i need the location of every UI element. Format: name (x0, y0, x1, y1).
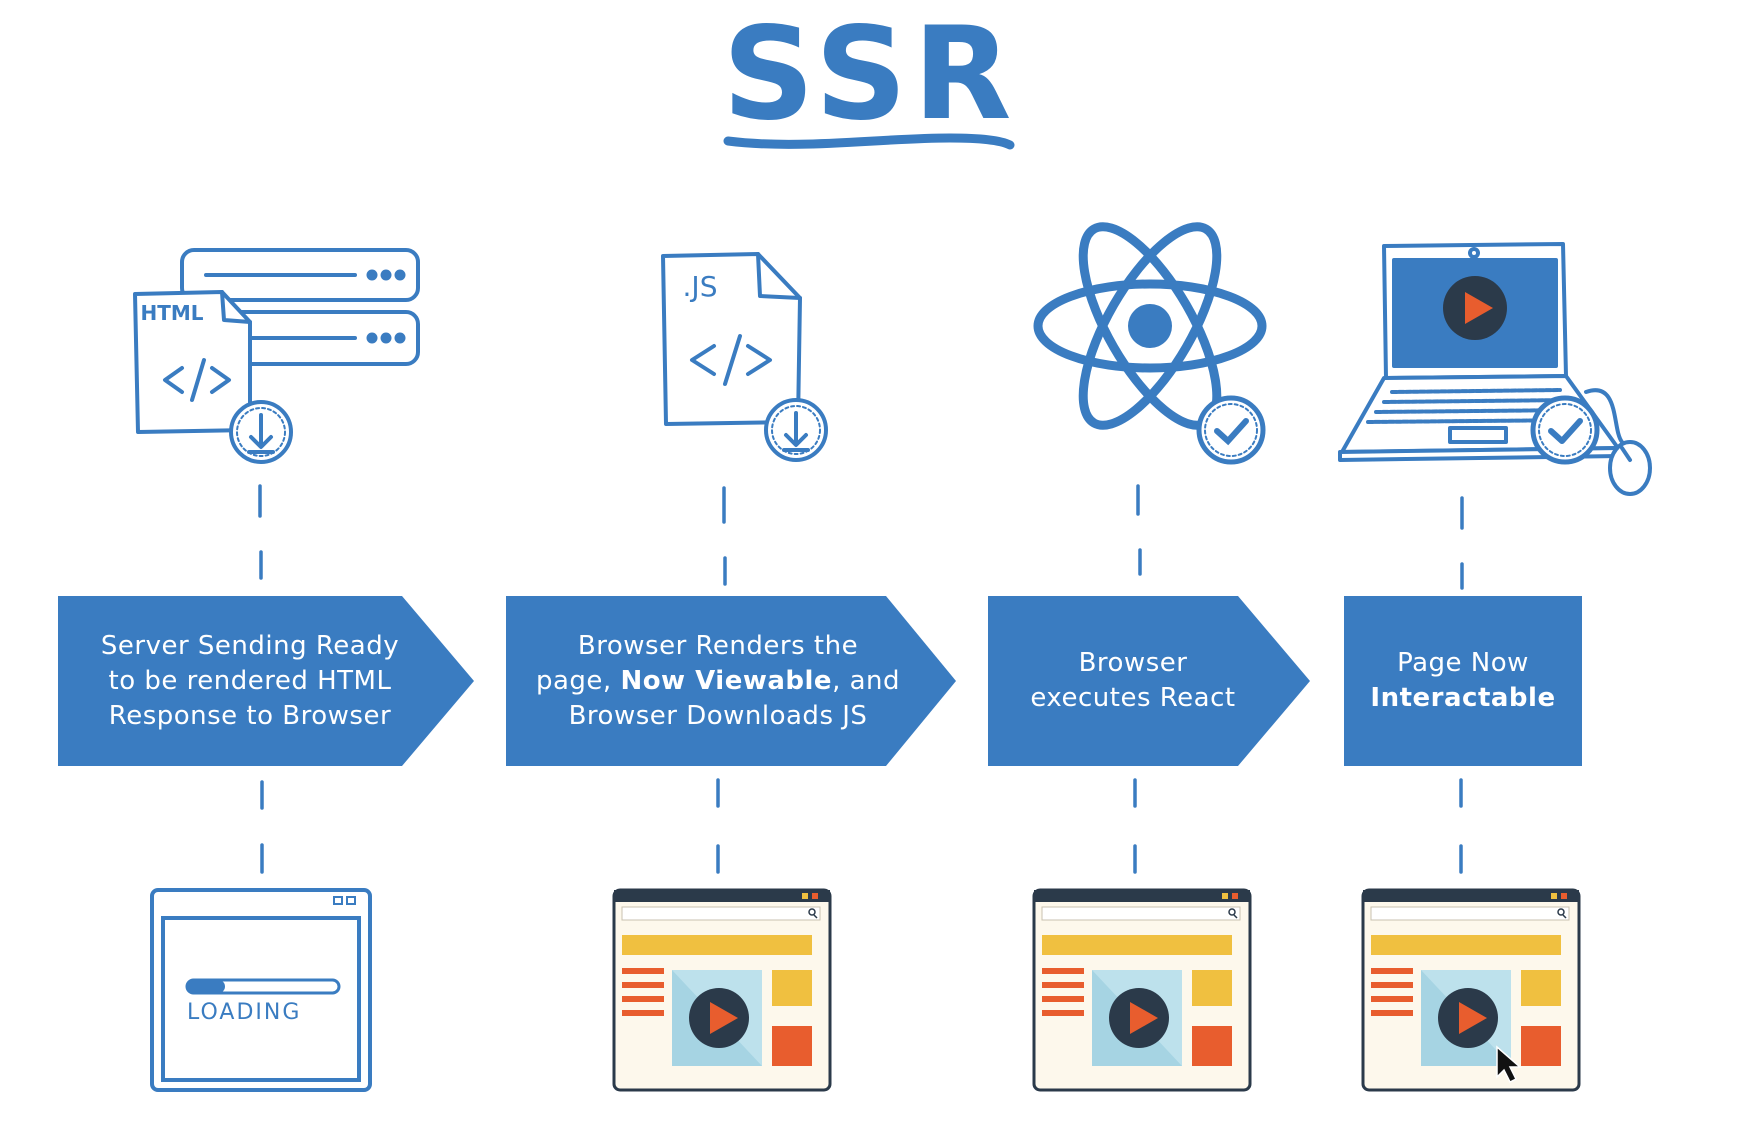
step-2-line-3: Browser Downloads JS (568, 700, 868, 731)
webpage-screen-interactable (1361, 888, 1581, 1092)
js-file-label: .JS (683, 270, 718, 303)
step-banner-1 (58, 596, 474, 766)
laptop-mouse-check-icon (1338, 242, 1652, 496)
html-file-label: HTML (140, 301, 203, 325)
step-1-line-3: Response to Browser (108, 700, 392, 731)
mouse-cursor-icon (1496, 1045, 1523, 1084)
step-banner-2 (506, 596, 956, 766)
step-2-line-2-pre: page, (535, 665, 621, 696)
diagram-title: SSR (722, 0, 1018, 149)
step-2-text: Browser Renders the page, Now Viewable, … (506, 596, 930, 766)
step-4-text: Page Now Interactable (1344, 596, 1582, 766)
react-atom-check-icon (1033, 222, 1267, 465)
step-3-text: Browser executes React (988, 596, 1278, 766)
loading-progress-fill (187, 980, 225, 993)
loading-browser-window (150, 888, 372, 1092)
step-2-line-2-post: , and (832, 665, 901, 696)
step-4-bold: Interactable (1370, 683, 1556, 713)
loading-label: LOADING (187, 1000, 302, 1025)
step-1-line-1: Server Sending Ready (100, 630, 400, 661)
step-4-line-1: Page Now (1397, 648, 1529, 678)
step-1-text: Server Sending Ready to be rendered HTML… (58, 596, 442, 766)
step-3-line-2: executes React (1030, 683, 1236, 713)
webpage-screen-viewable (612, 888, 832, 1092)
html-document-server-icon (133, 248, 420, 464)
step-banner-3 (988, 596, 1310, 766)
dashed-connectors (258, 484, 1464, 874)
js-file-download-icon (661, 252, 828, 462)
step-1-line-2: to be rendered HTML (108, 665, 392, 696)
step-3-line-1: Browser (1078, 648, 1188, 678)
webpage-screen-react (1032, 888, 1252, 1092)
step-2-line-1: Browser Renders the (577, 630, 859, 661)
title-underline (723, 133, 1015, 150)
step-2-bold: Now Viewable (620, 665, 833, 696)
step-banner-4 (1344, 596, 1582, 766)
